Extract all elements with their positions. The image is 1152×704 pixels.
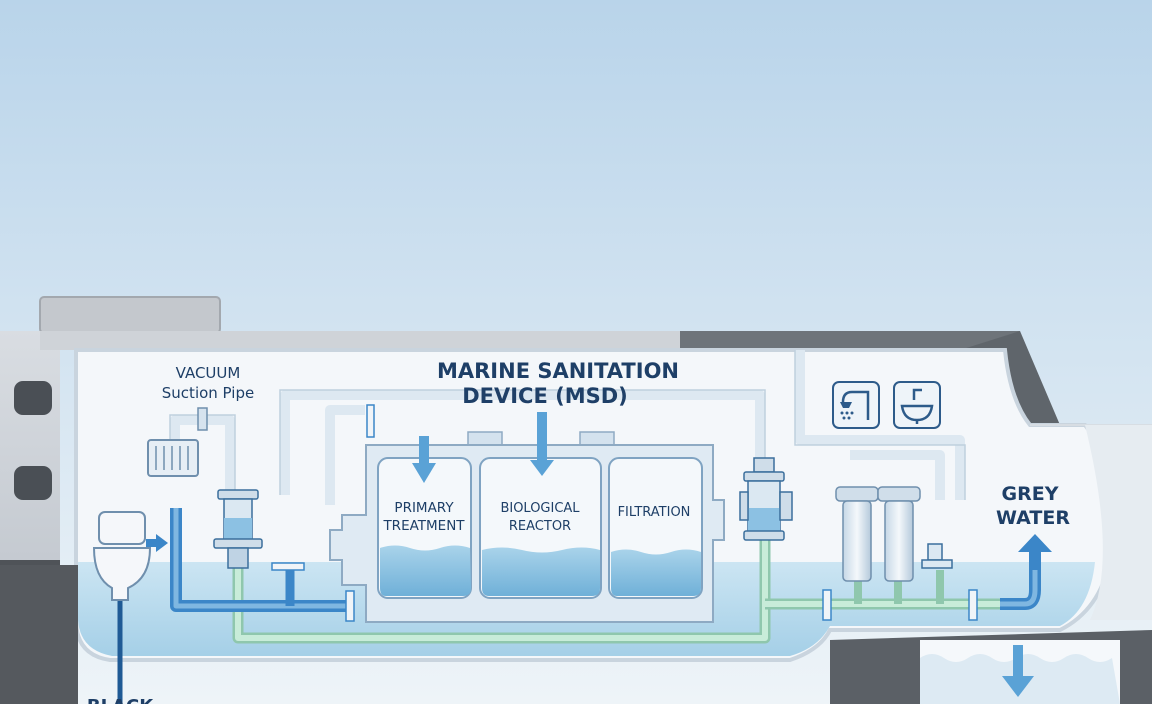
grey-water-out-arrow xyxy=(1018,534,1052,570)
toilet-outflow-arrow xyxy=(146,534,168,552)
deckhouse xyxy=(39,296,221,334)
grey-check-valve xyxy=(921,543,953,569)
vacuum-label-1: VACUUM xyxy=(176,364,241,382)
valve-tag xyxy=(197,407,208,431)
primary-label-2: TREATMENT xyxy=(382,518,465,534)
outboard-lower xyxy=(0,565,78,704)
black-water-pipe xyxy=(170,508,1041,612)
grey-filter-2 xyxy=(877,486,921,582)
porthole-2 xyxy=(14,466,52,500)
porthole-1 xyxy=(14,381,52,415)
left-pump xyxy=(213,489,263,569)
vacuum-label-2: Suction Pipe xyxy=(162,384,254,402)
hull-upper-band xyxy=(0,331,680,350)
overboard-arrow xyxy=(1002,645,1034,697)
primary-label-1: PRIMARY xyxy=(394,500,454,516)
vacuum-unit xyxy=(147,439,199,477)
right-pump xyxy=(739,457,793,541)
pipe-flanges xyxy=(271,404,978,622)
bio-label-1: BIOLOGICAL xyxy=(500,501,580,516)
toilet-icon xyxy=(92,511,152,601)
inflow-arrows xyxy=(412,412,554,483)
grey-water-label-2: WATER xyxy=(996,507,1070,529)
title-line-2: DEVICE (MSD) xyxy=(462,384,628,408)
sink-icon xyxy=(893,381,941,429)
hull-bow-band xyxy=(680,331,1020,350)
bow-outer xyxy=(1085,425,1152,620)
bio-label-2: REACTOR xyxy=(509,519,571,534)
black-water-label: BLACK xyxy=(87,696,154,704)
title-line-1: MARINE SANITATION xyxy=(437,359,679,383)
grey-water-label-1: GREY xyxy=(1002,483,1059,505)
shower-icon xyxy=(832,381,880,429)
grey-filter-1 xyxy=(835,486,879,582)
chamber-filtration xyxy=(608,457,703,599)
chamber-biological xyxy=(479,457,602,599)
filtration-label: FILTRATION xyxy=(618,505,691,520)
